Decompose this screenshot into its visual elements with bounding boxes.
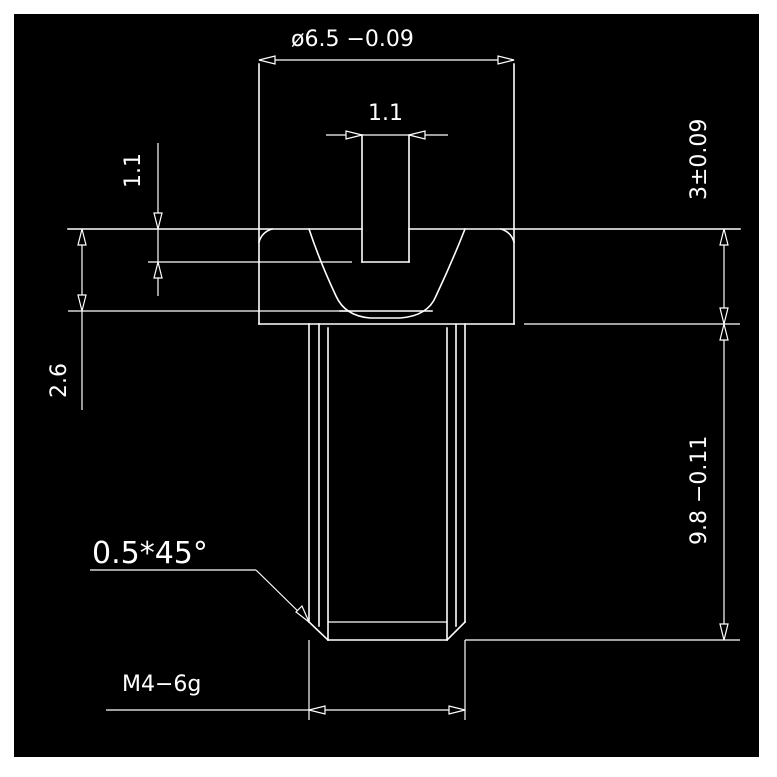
chamfer-text: 0.5*45° bbox=[92, 536, 208, 571]
dim-shank-length-text: 9.8 −0.11 bbox=[687, 436, 712, 545]
dim-slot-width-text: 1.1 bbox=[368, 101, 403, 126]
shank-outline bbox=[307, 323, 467, 642]
dim-slot-depth: 1.1 bbox=[121, 143, 163, 296]
dim-counterbore-depth-text: 2.6 bbox=[47, 363, 72, 398]
dim-slot-depth-text: 1.1 bbox=[121, 153, 146, 188]
chamfer-leader: 0.5*45° bbox=[90, 536, 310, 623]
drawing-background bbox=[14, 14, 759, 757]
dim-head-diameter-text: ø6.5 −0.09 bbox=[291, 27, 414, 52]
dim-head-diameter: ø6.5 −0.09 bbox=[258, 27, 515, 65]
dim-counterbore-depth: 2.6 bbox=[47, 228, 87, 410]
conical-recess bbox=[307, 227, 467, 319]
extension-lines bbox=[68, 261, 740, 720]
dim-slot-width: 1.1 bbox=[326, 101, 448, 140]
dim-shank-length: 9.8 −0.11 bbox=[687, 323, 729, 641]
dim-head-height-text: 3±0.09 bbox=[687, 119, 712, 200]
dim-thread-text: M4−6g bbox=[122, 672, 201, 697]
slot-outline bbox=[361, 134, 410, 263]
screw-head-outline bbox=[67, 63, 741, 325]
dim-head-height: 3±0.09 bbox=[687, 119, 729, 325]
dim-thread: M4−6g bbox=[106, 672, 466, 715]
